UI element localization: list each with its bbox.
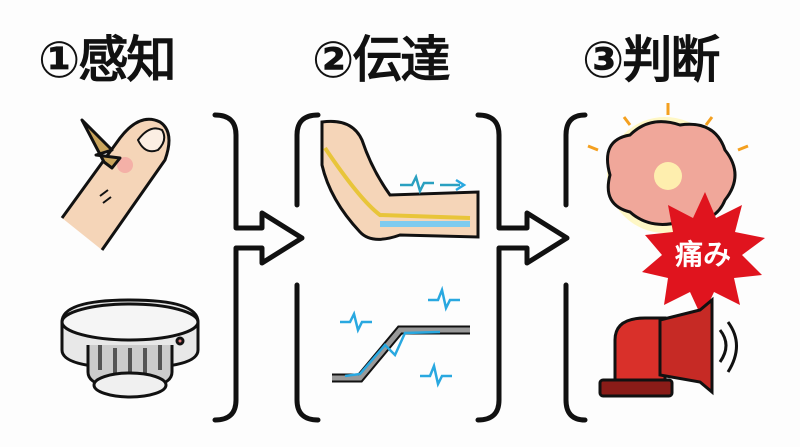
pain-label: 痛み: [675, 238, 731, 271]
bracket-2-left: [294, 112, 321, 423]
bracket-2-right: [475, 112, 570, 423]
bracket-1-right: [212, 112, 305, 423]
signal-wire-icon: [332, 285, 470, 388]
bracket-3-left: [563, 112, 588, 423]
smoke-detector-icon: [60, 298, 200, 399]
alarm-siren-icon: [598, 296, 738, 398]
step-3-title: ③判断: [582, 31, 720, 89]
arm-nerve-icon: [320, 119, 480, 241]
brain-glow-icon: [587, 103, 749, 233]
finger-splinter-icon: [60, 117, 171, 251]
pain-burst: 痛み: [642, 192, 765, 318]
step-1-title: ①感知: [38, 31, 176, 89]
step-2-title: ②伝達: [312, 31, 450, 89]
